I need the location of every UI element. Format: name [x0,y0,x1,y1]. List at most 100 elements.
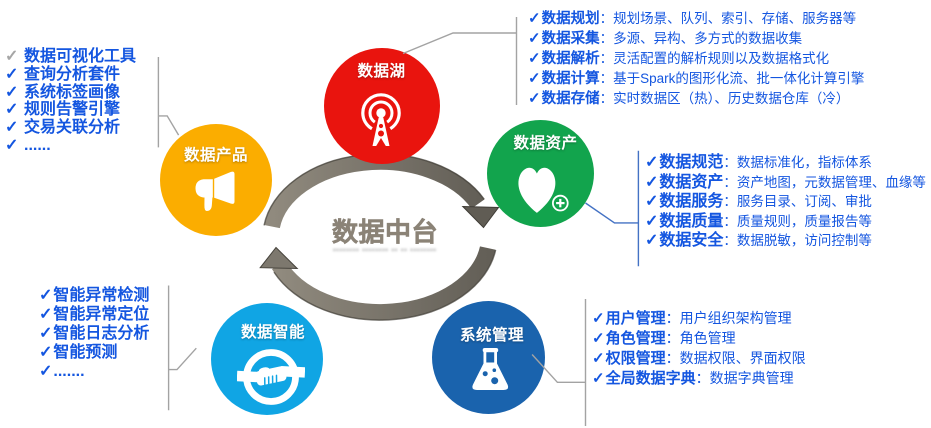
list-item: ✓数据规划：规划场景、队列、索引、存储、服务器等 [528,9,864,29]
list-item-desc: ：数据脱敏，访问控制等 [723,233,872,249]
radio-tower-icon [360,93,401,146]
list-data-asset-features: ✓数据规范：数据标准化，指标体系 ✓数据资产：资产地图，元数据管理、血缘等 ✓数… [645,153,926,251]
list-item: ✓权限管理：数据权限、界面权限 [592,349,806,369]
list-item-desc: ：用户组织架构管理 [665,310,792,326]
check-icon: ✓ [39,325,53,343]
list-item: ✓ 交易关联分析 [5,119,136,137]
list-item: ✓智能异常检测 [39,286,149,305]
list-item-desc: ：服务目录、订阅、审批 [723,194,872,210]
check-icon: ✓ [645,193,659,211]
list-item-text: 交易关联分析 [24,119,121,137]
list-item: ✓全局数据字典：数据字典管理 [592,369,806,389]
list-item-text: 查询分析套件 [24,65,121,83]
list-item-text: 智能异常定位 [53,306,150,324]
list-item-desc: ：数据标准化，指标体系 [723,155,872,170]
list-item-desc: ：规划场景、队列、索引、存储、服务器等 [599,11,857,26]
check-icon: ✓ [39,306,53,324]
list-item-desc: ：灵活配置的解析规则以及数据格式化 [599,51,830,66]
check-icon: ✓ [592,310,605,327]
list-item-label: 权限管理 [605,349,666,367]
cycle-arrowhead-right [461,205,500,229]
list-item-text: 智能日志分析 [53,325,150,343]
list-data-intelligence-features: ✓智能异常检测 ✓智能异常定位 ✓智能日志分析 ✓智能预测 ✓....... [39,286,149,381]
node-data-product-label: 数据产品 [183,146,248,164]
list-item: ✓数据安全：数据脱敏，访问控制等 [645,231,926,251]
check-icon: ✓ [39,287,53,304]
check-icon: ✓ [5,65,19,83]
list-item-text: 智能预测 [53,344,118,362]
list-item: ✓....... [39,362,149,381]
check-icon: ✓ [528,50,541,67]
node-data-product: 数据产品 [160,123,272,236]
list-item: ✓数据计算：基于Spark的图形化流、批一体化计算引擎 [528,69,864,89]
list-item: ✓数据质量：质量规则，质量报告等 [645,212,926,232]
list-item-label: 数据计算 [541,71,600,87]
check-icon: ✓ [528,70,541,87]
list-item: ✓智能预测 [39,343,149,362]
list-item: ✓数据资产：资产地图，元数据管理、血缘等 [645,173,926,193]
list-item: ✓数据规范：数据标准化，指标体系 [645,153,926,173]
list-item: ✓智能异常定位 [39,305,149,324]
list-item-desc: ：资产地图，元数据管理、血缘等 [723,174,926,190]
list-item-label: 数据安全 [659,232,724,250]
list-item-label: 数据服务 [659,193,724,211]
handshake-icon [237,348,305,405]
node-data-asset: 数据资产 [487,120,594,227]
check-icon: ✓ [592,369,605,387]
list-item-desc: ：实时数据区（热）、历史数据仓库（冷） [599,91,850,106]
list-item-text: 系统标签画像 [24,83,121,101]
cycle-arrowhead-left [259,246,299,270]
list-item-desc: ：多源、异构、多方式的数据收集 [599,31,803,46]
list-item: ✓数据可视化工具 [5,48,136,66]
node-data-lake-label: 数据湖 [357,63,406,80]
list-item: ✓ 系统标签画像 [5,84,136,102]
check-icon: ✓ [5,119,19,137]
list-item-desc: ：角色管理 [665,329,736,346]
list-item-label: 数据采集 [541,31,600,47]
flask-icon [472,347,509,390]
check-icon: ✓ [39,363,53,381]
list-item: ✓数据采集：多源、异构、多方式的数据收集 [528,29,864,49]
list-item-label: 角色管理 [605,329,666,347]
node-system-management-label: 系统管理 [459,326,524,344]
list-item-label: 数据存储 [541,91,600,107]
check-icon: ✓ [5,101,19,119]
list-item-desc: ：质量规则，质量报告等 [723,213,872,229]
list-item-desc: ：基于Spark的图形化流、批一体化计算引擎 [599,71,865,86]
check-icon: ✓ [645,232,659,250]
list-item-desc: ：数据权限、界面权限 [665,349,806,366]
list-item-label: 数据规划 [541,11,600,27]
check-icon: ✓ [528,90,541,107]
list-item: ✓角色管理：角色管理 [592,329,806,349]
check-icon: ✓ [528,10,541,27]
list-item: ✓数据服务：服务目录、订阅、审批 [645,192,926,212]
check-icon: ✓ [645,154,659,171]
check-icon: ✓ [592,329,605,347]
node-system-management: 系统管理 [431,301,545,415]
node-data-lake: 数据湖 [323,47,440,164]
node-data-asset-label: 数据资产 [513,135,578,152]
list-item-label: 数据解析 [541,51,600,67]
list-item-label: 数据资产 [659,173,724,191]
center-subtitle-blurred: ▪▪▪▪▪▪▪▪ ▪▪▪▪▪▪▪▪ ▪▪ ▪▪ ▪▪▪▪▪▪▪▪ [333,247,437,254]
list-item: ✓...... [5,137,136,155]
check-icon: ✓ [5,136,19,154]
check-icon: ✓ [645,173,659,191]
check-icon: ✓ [592,349,605,367]
list-item: ✓数据解析：灵活配置的解析规则以及数据格式化 [528,49,864,69]
list-item: ✓数据存储：实时数据区（热）、历史数据仓库（冷） [528,89,864,109]
list-item-text: 智能异常检测 [53,287,150,304]
center-title: 数据中台 [331,217,438,247]
check-icon: ✓ [645,212,659,230]
list-item: ✓ 规则告警引擎 [5,101,136,119]
list-item-text: ....... [53,363,85,381]
list-item-desc: ：数据字典管理 [695,369,794,386]
list-system-management-features: ✓用户管理：用户组织架构管理 ✓角色管理：角色管理 ✓权限管理：数据权限、界面权… [592,309,806,389]
check-icon: ✓ [5,83,19,101]
list-item: ✓用户管理：用户组织架构管理 [592,309,806,329]
list-item-text: ...... [24,136,51,154]
list-item-text: 规则告警引擎 [24,101,121,119]
heart-plus-icon [518,167,569,213]
